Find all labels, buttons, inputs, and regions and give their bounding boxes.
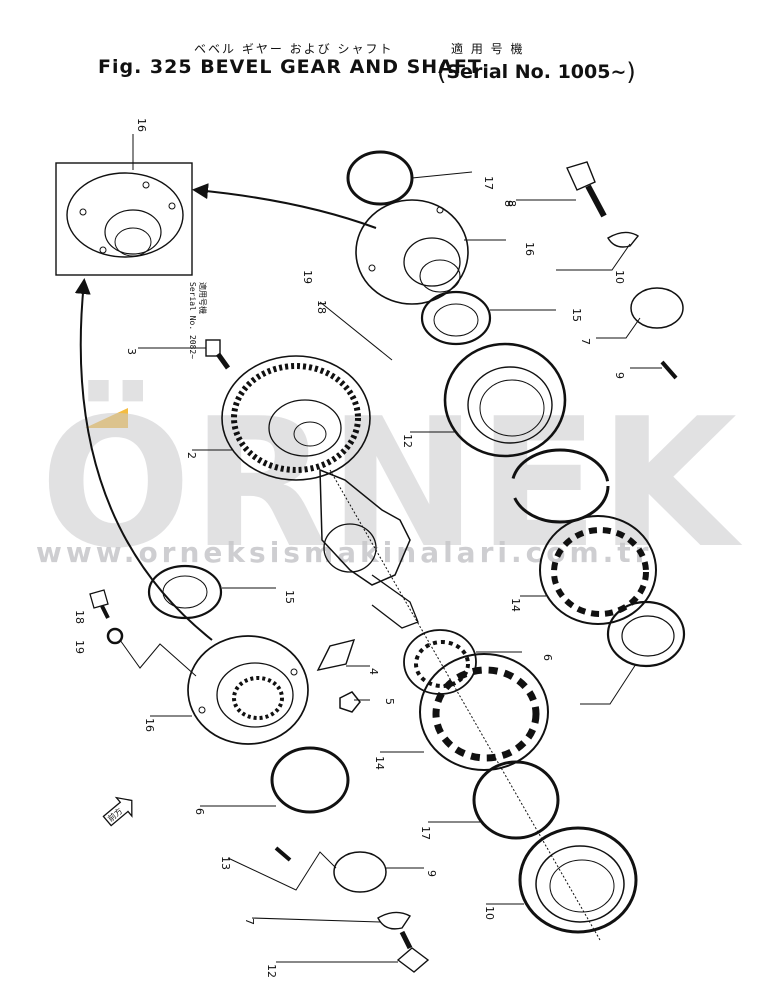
callout-8: 8	[505, 200, 518, 207]
snap-ring-upper	[510, 448, 610, 524]
inset-bolt-hole	[79, 208, 87, 216]
callout-14: 14	[509, 598, 522, 612]
svg-text:適用号機: 適用号機	[198, 282, 208, 314]
serial-text: Serial No. 1005~	[446, 61, 627, 83]
callout-7: 7	[579, 338, 592, 345]
watermark: ÖRNEK www.orneksismakinalari.com.tr	[36, 380, 743, 587]
callout-5: 5	[383, 698, 396, 705]
callout-3: 3	[125, 348, 138, 355]
cage-lower	[419, 653, 549, 771]
callout-2: 2	[185, 452, 198, 459]
callout-13: 13	[219, 856, 232, 870]
title-japanese: ベベル ギヤー および シャフト	[194, 42, 394, 56]
bearing-right	[606, 600, 686, 668]
figure-title: Fig. 325 BEVEL GEAR AND SHAFT	[98, 56, 482, 78]
inset-bolt-hole	[99, 246, 107, 254]
callout-6: 6	[541, 654, 554, 661]
serial-japanese: 適 用 号 機	[451, 42, 525, 56]
direction-arrow: 前方	[102, 796, 133, 827]
o-ring-upper	[346, 150, 414, 206]
watermark-url: www.orneksismakinalari.com.tr	[36, 536, 652, 569]
callout-10: 10	[483, 906, 496, 920]
seal-upper	[420, 290, 492, 346]
bolt-upper	[566, 161, 607, 218]
bolt-gear	[205, 339, 231, 370]
callout-15: 15	[283, 590, 296, 604]
callout-8: 8	[502, 200, 515, 207]
inset-bolt-hole	[142, 181, 150, 189]
inset-hub	[104, 209, 162, 255]
bolt-bottom	[396, 930, 430, 973]
callout-9: 9	[613, 372, 626, 379]
direction-label: 前方	[106, 806, 125, 824]
callout-19: 19	[301, 270, 314, 284]
nut-small	[339, 691, 361, 713]
seal-lower	[147, 564, 223, 620]
callout-10: 10	[613, 270, 626, 284]
svg-text:Serial No. 2082~: Serial No. 2082~	[188, 282, 197, 359]
nut-upper	[443, 342, 567, 458]
callout-19: 19	[73, 640, 86, 654]
pin-upper	[660, 360, 678, 380]
callout-18: 18	[73, 610, 86, 624]
leader-lines	[119, 134, 662, 963]
inset-flange	[66, 172, 184, 258]
callout-17: 17	[482, 176, 495, 190]
flange-lower	[187, 635, 309, 745]
serial-range: (Serial No. 1005~)	[437, 56, 636, 86]
paren-open: (	[437, 58, 447, 86]
lock-plate-shaft	[316, 639, 356, 671]
callout-6: 6	[193, 808, 206, 815]
callout-16: 16	[523, 242, 536, 256]
callout-4: 4	[367, 668, 380, 675]
callout-7: 7	[243, 918, 256, 925]
snap-ring-lower	[472, 760, 560, 840]
callout-9: 9	[425, 870, 438, 877]
nut-lower	[518, 826, 638, 934]
watermark-brand: ÖRNEK	[40, 380, 743, 587]
paren-close: )	[626, 58, 636, 86]
lock-plate-upper	[607, 231, 640, 248]
bevel-gear	[221, 355, 371, 481]
o-ring-lower	[270, 746, 350, 814]
callout-15: 15	[570, 308, 583, 322]
pin-lower	[274, 846, 292, 862]
callout-17: 17	[419, 826, 432, 840]
callout-12: 12	[401, 434, 414, 448]
inset-pointer-arrow	[192, 183, 377, 229]
bolt-lower	[89, 589, 124, 645]
inset-frame	[55, 162, 193, 276]
inset-bolt-hole	[168, 202, 176, 210]
callout-18: 18	[315, 300, 328, 314]
inset-spline	[114, 227, 152, 257]
inset-serial-note: 適用号機 Serial No. 2082~	[188, 282, 208, 359]
flange-upper	[355, 199, 469, 305]
callout-12: 12	[265, 964, 278, 978]
inset-pointer-arrow-lower	[74, 278, 213, 641]
callout-14: 14	[373, 756, 386, 770]
inset-detail	[55, 162, 193, 276]
callout-labels: 16 17 8 16 10 18 19 15 3 7 9 12 2 4 5 14 15 6 19 18 16 14 6 17 1…	[73, 118, 626, 978]
lock-plate-lower	[377, 911, 412, 930]
cage-upper	[539, 515, 657, 625]
washer-lower	[333, 851, 387, 893]
callout-16: 16	[143, 718, 156, 732]
pinion-shaft	[319, 468, 419, 629]
watermark-accent	[85, 408, 128, 428]
washer-upper	[630, 287, 684, 329]
callout-16: 16	[135, 118, 148, 132]
